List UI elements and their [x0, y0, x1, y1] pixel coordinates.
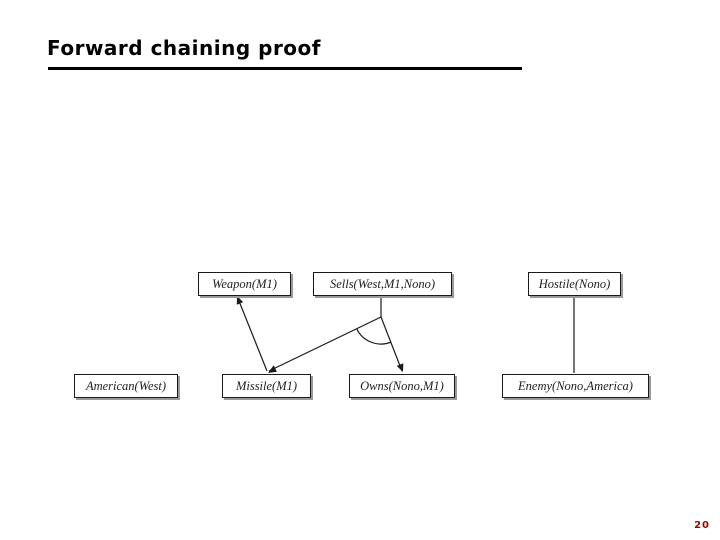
node-enemy: Enemy(Nono,America)	[502, 374, 649, 398]
connector-sells-to-owns	[380, 316, 403, 372]
node-owns: Owns(Nono,M1)	[349, 374, 455, 398]
node-owns-label: Owns(Nono,M1)	[360, 378, 444, 393]
node-american-label: American(West)	[85, 378, 167, 393]
node-enemy-label: Enemy(Nono,America)	[518, 378, 633, 393]
node-weapon: Weapon(M1)	[198, 272, 291, 296]
node-hostile: Hostile(Nono)	[528, 272, 621, 296]
arrowhead-missile	[268, 365, 277, 373]
node-sells: Sells(West,M1,Nono)	[313, 272, 452, 296]
node-missile: Missile(M1)	[222, 374, 311, 398]
node-missile-label: Missile(M1)	[235, 378, 298, 393]
page-number: 20	[694, 520, 710, 531]
arrowhead-weapon	[236, 296, 244, 305]
node-sells-label: Sells(West,M1,Nono)	[329, 276, 436, 291]
arrowhead-owns	[396, 363, 404, 372]
node-weapon-label: Weapon(M1)	[212, 276, 277, 291]
node-american: American(West)	[74, 374, 178, 398]
and-arc	[356, 328, 392, 345]
slide-title: Forward chaining proof	[47, 36, 321, 60]
connector-missile-to-weapon	[236, 295, 268, 372]
node-hostile-label: Hostile(Nono)	[538, 276, 611, 291]
connector-sells-to-missile	[268, 316, 382, 372]
title-underline	[48, 67, 522, 70]
